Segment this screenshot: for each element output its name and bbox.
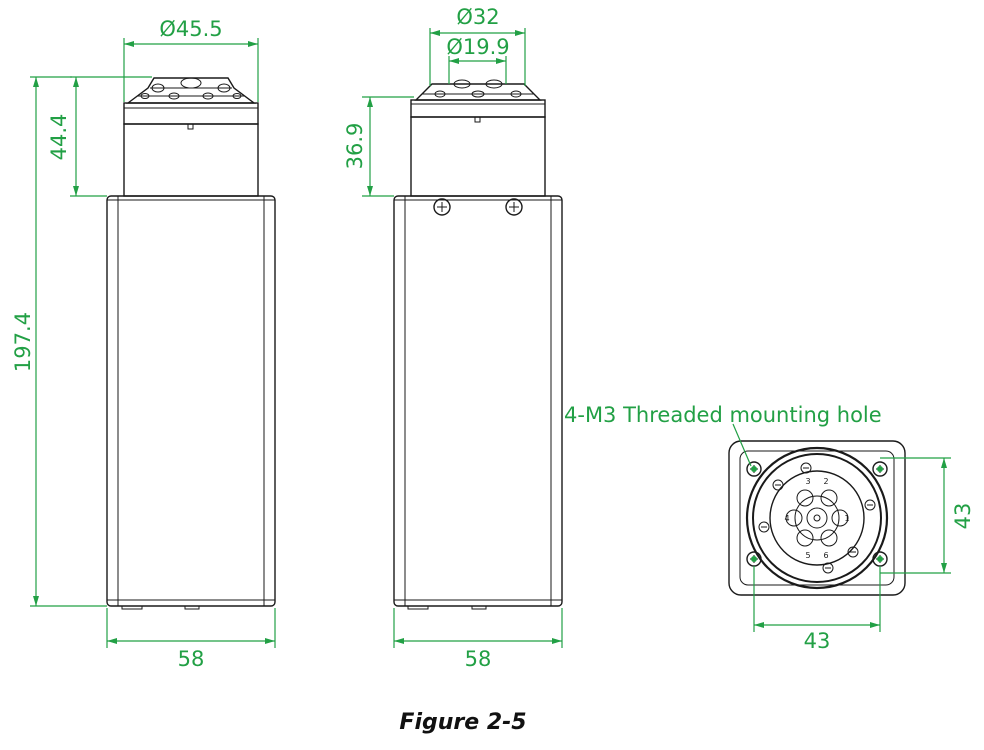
port-hole xyxy=(796,529,814,547)
front-flange-height-label: 44.4 xyxy=(47,114,71,161)
front-dimensions xyxy=(30,38,276,648)
screw-icon xyxy=(433,198,451,216)
port-number: 3 xyxy=(805,477,810,486)
screw-icon xyxy=(847,546,859,558)
screw-icon xyxy=(772,479,784,491)
side-flange-height-label: 36.9 xyxy=(343,123,367,170)
screw-icon xyxy=(800,462,812,474)
side-top-diameter-label: Ø32 xyxy=(456,5,499,29)
port-number: 6 xyxy=(823,551,828,560)
port-number: 5 xyxy=(805,551,810,560)
port-hole xyxy=(820,529,838,547)
bottom-hole-spacing-y-label: 43 xyxy=(951,503,975,530)
bottom-view: 1 2 3 4 5 6 xyxy=(728,440,906,596)
mounting-hole-note: 4-M3 Threaded mounting hole xyxy=(564,403,882,427)
side-view xyxy=(393,79,563,610)
screw-icon xyxy=(864,499,876,511)
front-view xyxy=(106,77,276,610)
screw-icon xyxy=(505,198,523,216)
port-hole xyxy=(785,509,803,527)
port-hole xyxy=(831,509,849,527)
port-hole xyxy=(820,489,838,507)
side-dimensions xyxy=(362,28,563,648)
screw-icon xyxy=(758,521,770,533)
port-number: 4 xyxy=(784,514,789,523)
port-hole xyxy=(796,489,814,507)
front-top-diameter-label: Ø45.5 xyxy=(159,17,222,41)
bottom-dimensions xyxy=(732,423,951,632)
figure-caption: Figure 2-5 xyxy=(399,710,526,735)
bottom-hole-spacing-x-label: 43 xyxy=(804,629,831,653)
front-width-label: 58 xyxy=(178,647,205,671)
port-number: 2 xyxy=(823,477,828,486)
front-total-height-label: 197.4 xyxy=(11,312,35,372)
side-width-label: 58 xyxy=(465,647,492,671)
port-number: 1 xyxy=(844,514,849,523)
screw-icon xyxy=(822,562,834,574)
side-inner-diameter-label: Ø19.9 xyxy=(446,35,509,59)
